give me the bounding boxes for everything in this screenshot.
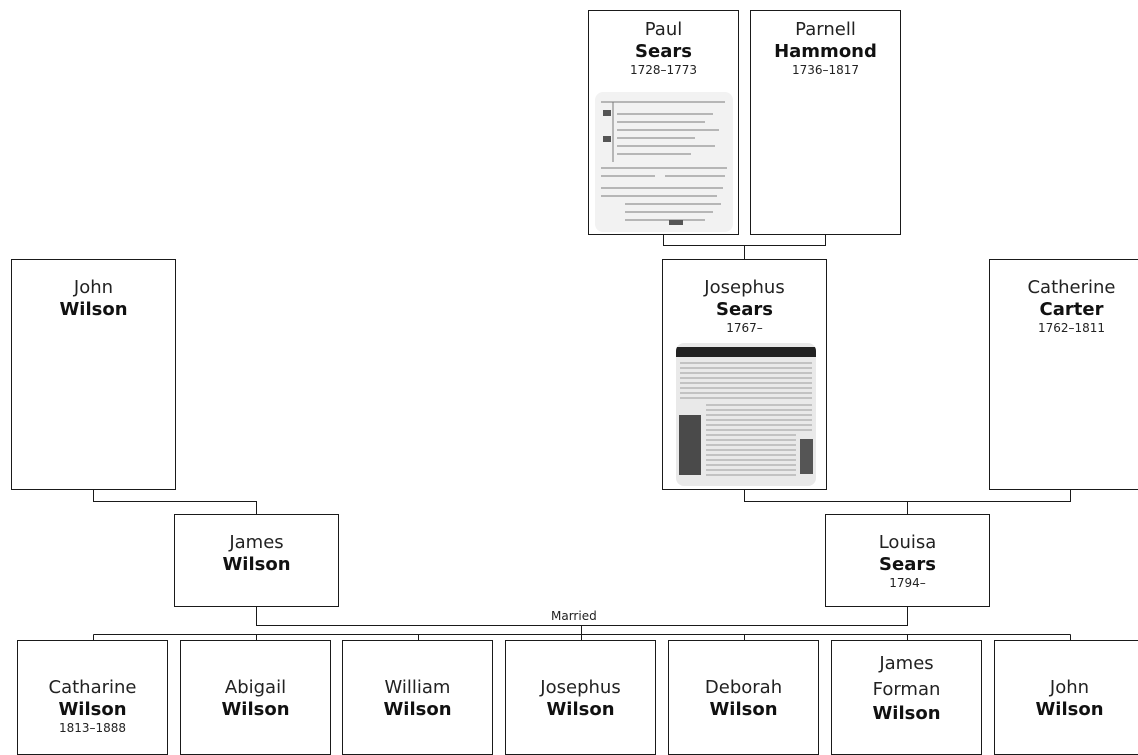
child-card-william-wilson[interactable]: William Wilson [342,640,493,755]
person-card-louisa-sears[interactable]: Louisa Sears 1794– [825,514,990,607]
surname: Wilson [221,699,290,720]
connector-paul-parnell [663,234,826,246]
child-card-james-forman-wilson[interactable]: James Forman Wilson [831,640,982,755]
given-name: Louisa [878,532,937,553]
person-card-paul-sears[interactable]: Paul Sears 1728–1773 [588,10,739,235]
person-card-james-wilson[interactable]: James Wilson [174,514,339,607]
child-card-abigail-wilson[interactable]: Abigail Wilson [180,640,331,755]
married-label: Married [551,609,597,623]
given-name: John [73,277,114,298]
surname: Wilson [709,699,778,720]
life-dates: 1762–1811 [1037,321,1106,335]
given-name: Catharine [48,677,137,698]
given-name: James Forman [872,653,941,700]
given-name: Parnell [795,19,856,40]
given-name: Josephus [704,277,785,298]
life-dates: 1767– [726,321,763,335]
person-card-parnell-hammond[interactable]: Parnell Hammond 1736–1817 [750,10,901,235]
life-dates: 1728–1773 [629,63,698,77]
life-dates: 1794– [889,576,926,590]
surname: Wilson [58,699,127,720]
life-dates: 1736–1817 [791,63,860,77]
child-card-josephus-wilson[interactable]: Josephus Wilson [505,640,656,755]
surname: Sears [879,554,936,575]
surname: Sears [635,41,692,62]
person-card-catherine-carter[interactable]: Catherine Carter 1762–1811 [989,259,1138,490]
newspaper-clipping-thumbnail-icon[interactable] [676,343,816,486]
given-name: Paul [644,19,683,40]
surname: Wilson [546,699,615,720]
life-dates: 1813–1888 [58,721,127,735]
given-name: John [1049,677,1090,698]
given-name: Abigail [224,677,287,698]
given-name: Deborah [704,677,783,698]
document-scan-thumbnail-icon[interactable] [595,92,733,232]
given-name: Catherine [1027,277,1116,298]
given-name: William [384,677,451,698]
surname: Carter [1039,299,1104,320]
surname: Sears [716,299,773,320]
surname: Hammond [774,41,877,62]
surname: Wilson [222,554,291,575]
person-card-john-wilson[interactable]: John Wilson [11,259,176,490]
child-card-deborah-wilson[interactable]: Deborah Wilson [668,640,819,755]
surname: Wilson [1035,699,1104,720]
child-card-catharine-wilson[interactable]: Catharine Wilson 1813–1888 [17,640,168,755]
surname: Wilson [383,699,452,720]
child-card-john-wilson[interactable]: John Wilson [994,640,1138,755]
person-card-josephus-sears[interactable]: Josephus Sears 1767– [662,259,827,490]
surname: Wilson [872,703,941,724]
connector-josephus-catherine [744,489,1071,502]
given-name: Josephus [540,677,621,698]
given-name: James [229,532,284,553]
connector-john-to-james [93,489,257,515]
surname: Wilson [59,299,128,320]
